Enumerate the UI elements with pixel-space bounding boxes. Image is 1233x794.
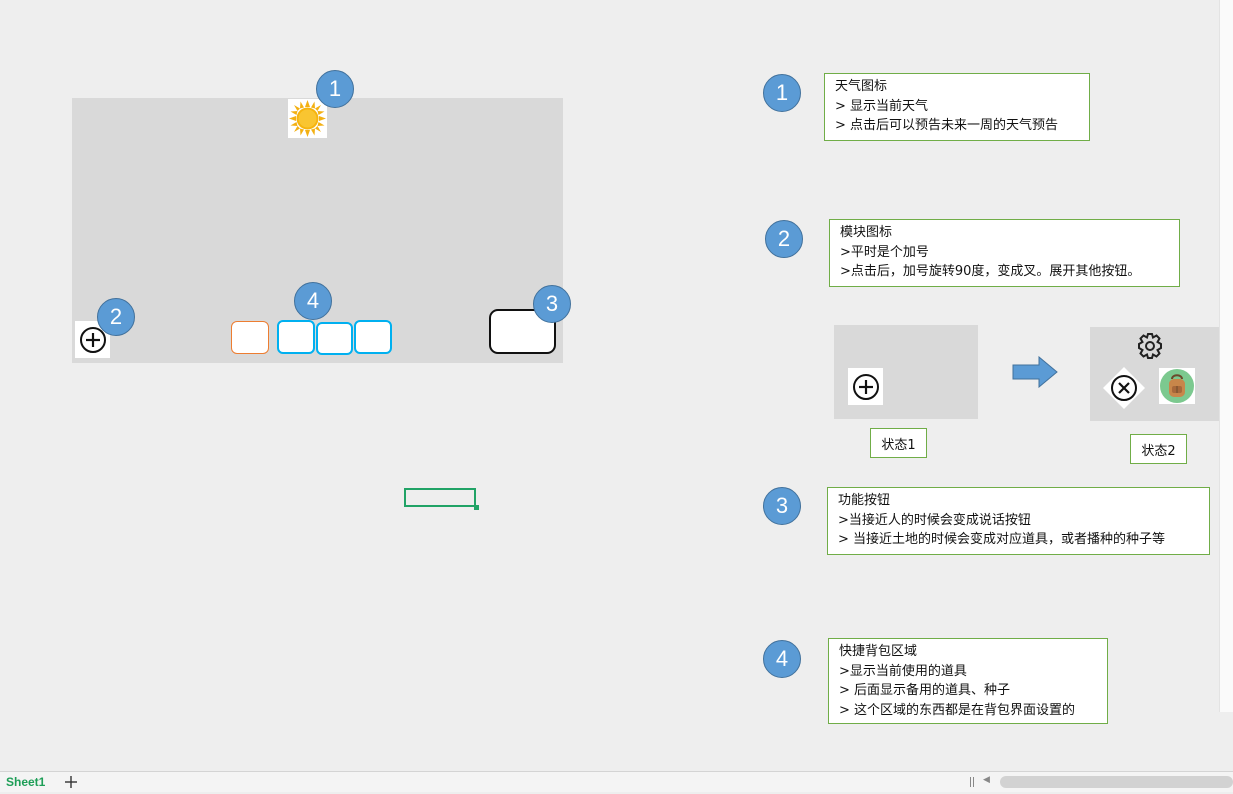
callout-module: 2: [97, 298, 135, 336]
state1-label: 状态1: [870, 428, 927, 458]
note-line: > 点击后可以预告未来一周的天气预告: [835, 118, 1059, 133]
note-line: > 当接近土地的时候会变成对应道具，或者播种的种子等: [838, 532, 1166, 547]
sheet-tab[interactable]: Sheet1: [6, 775, 46, 789]
note-line: > 显示当前天气: [835, 98, 929, 114]
state1-plus-button[interactable]: [848, 368, 883, 405]
callout-function-note: 3: [763, 487, 801, 525]
state2-mockup: [1090, 327, 1219, 421]
backpack-slot[interactable]: [354, 320, 392, 354]
note-title: 天气图标: [835, 79, 888, 94]
callout-weather: 1: [316, 70, 354, 108]
backpack-slot[interactable]: [277, 320, 315, 354]
plus-circle-icon: [852, 373, 879, 400]
sun-icon: [289, 100, 326, 137]
arrow-right-icon: [1012, 356, 1058, 388]
scroll-left-icon[interactable]: ◀: [983, 775, 990, 785]
note-line: > 这个区域的东西都是在背包界面设置的: [839, 702, 1076, 718]
sheet-bar: Sheet1 ◀: [0, 771, 1233, 792]
backpack-slot[interactable]: [316, 322, 353, 355]
backpack-slot-active[interactable]: [231, 321, 269, 354]
close-button[interactable]: [1102, 366, 1146, 410]
note-title: 快捷背包区域: [839, 644, 918, 659]
module-note: 模块图标 >平时是个加号 >点击后，加号旋转90度，变成叉。展开其他按钮。: [829, 219, 1180, 287]
note-line: >点击后，加号旋转90度，变成叉。展开其他按钮。: [840, 264, 1141, 279]
x-circle-icon: [1103, 367, 1145, 409]
plus-circle-icon: [79, 326, 106, 353]
add-sheet-button[interactable]: [62, 774, 80, 790]
note-line: >当接近人的时候会变成说话按钮: [838, 512, 1031, 528]
note-title: 模块图标: [840, 225, 893, 240]
callout-weather-note: 1: [763, 74, 801, 112]
backpack-button[interactable]: [1159, 368, 1195, 404]
callout-module-note: 2: [765, 220, 803, 258]
fill-handle[interactable]: [474, 505, 479, 510]
plus-icon: [65, 776, 77, 788]
settings-button[interactable]: [1134, 330, 1166, 362]
scroll-divider[interactable]: [970, 777, 974, 787]
right-edge-panel: [1219, 0, 1233, 712]
backpack-note: 快捷背包区域 >显示当前使用的道具 > 后面显示备用的道具、种子 > 这个区域的…: [828, 638, 1108, 724]
note-line: > 后面显示备用的道具、种子: [839, 683, 1011, 698]
weather-sun-icon[interactable]: [288, 99, 327, 138]
function-note: 功能按钮 >当接近人的时候会变成说话按钮 > 当接近土地的时候会变成对应道具，或…: [827, 487, 1210, 555]
backpack-icon: [1160, 369, 1194, 403]
callout-function: 3: [533, 285, 571, 323]
callout-backpack-note: 4: [763, 640, 801, 678]
callout-backpack: 4: [294, 282, 332, 320]
selected-cell[interactable]: [404, 488, 476, 507]
weather-note: 天气图标 > 显示当前天气 > 点击后可以预告未来一周的天气预告: [824, 73, 1090, 141]
note-line: >显示当前使用的道具: [839, 663, 967, 679]
note-title: 功能按钮: [838, 493, 891, 508]
state2-label: 状态2: [1130, 434, 1187, 464]
horizontal-scrollbar[interactable]: [1000, 776, 1233, 788]
note-line: >平时是个加号: [840, 244, 929, 260]
gear-icon: [1138, 333, 1162, 359]
